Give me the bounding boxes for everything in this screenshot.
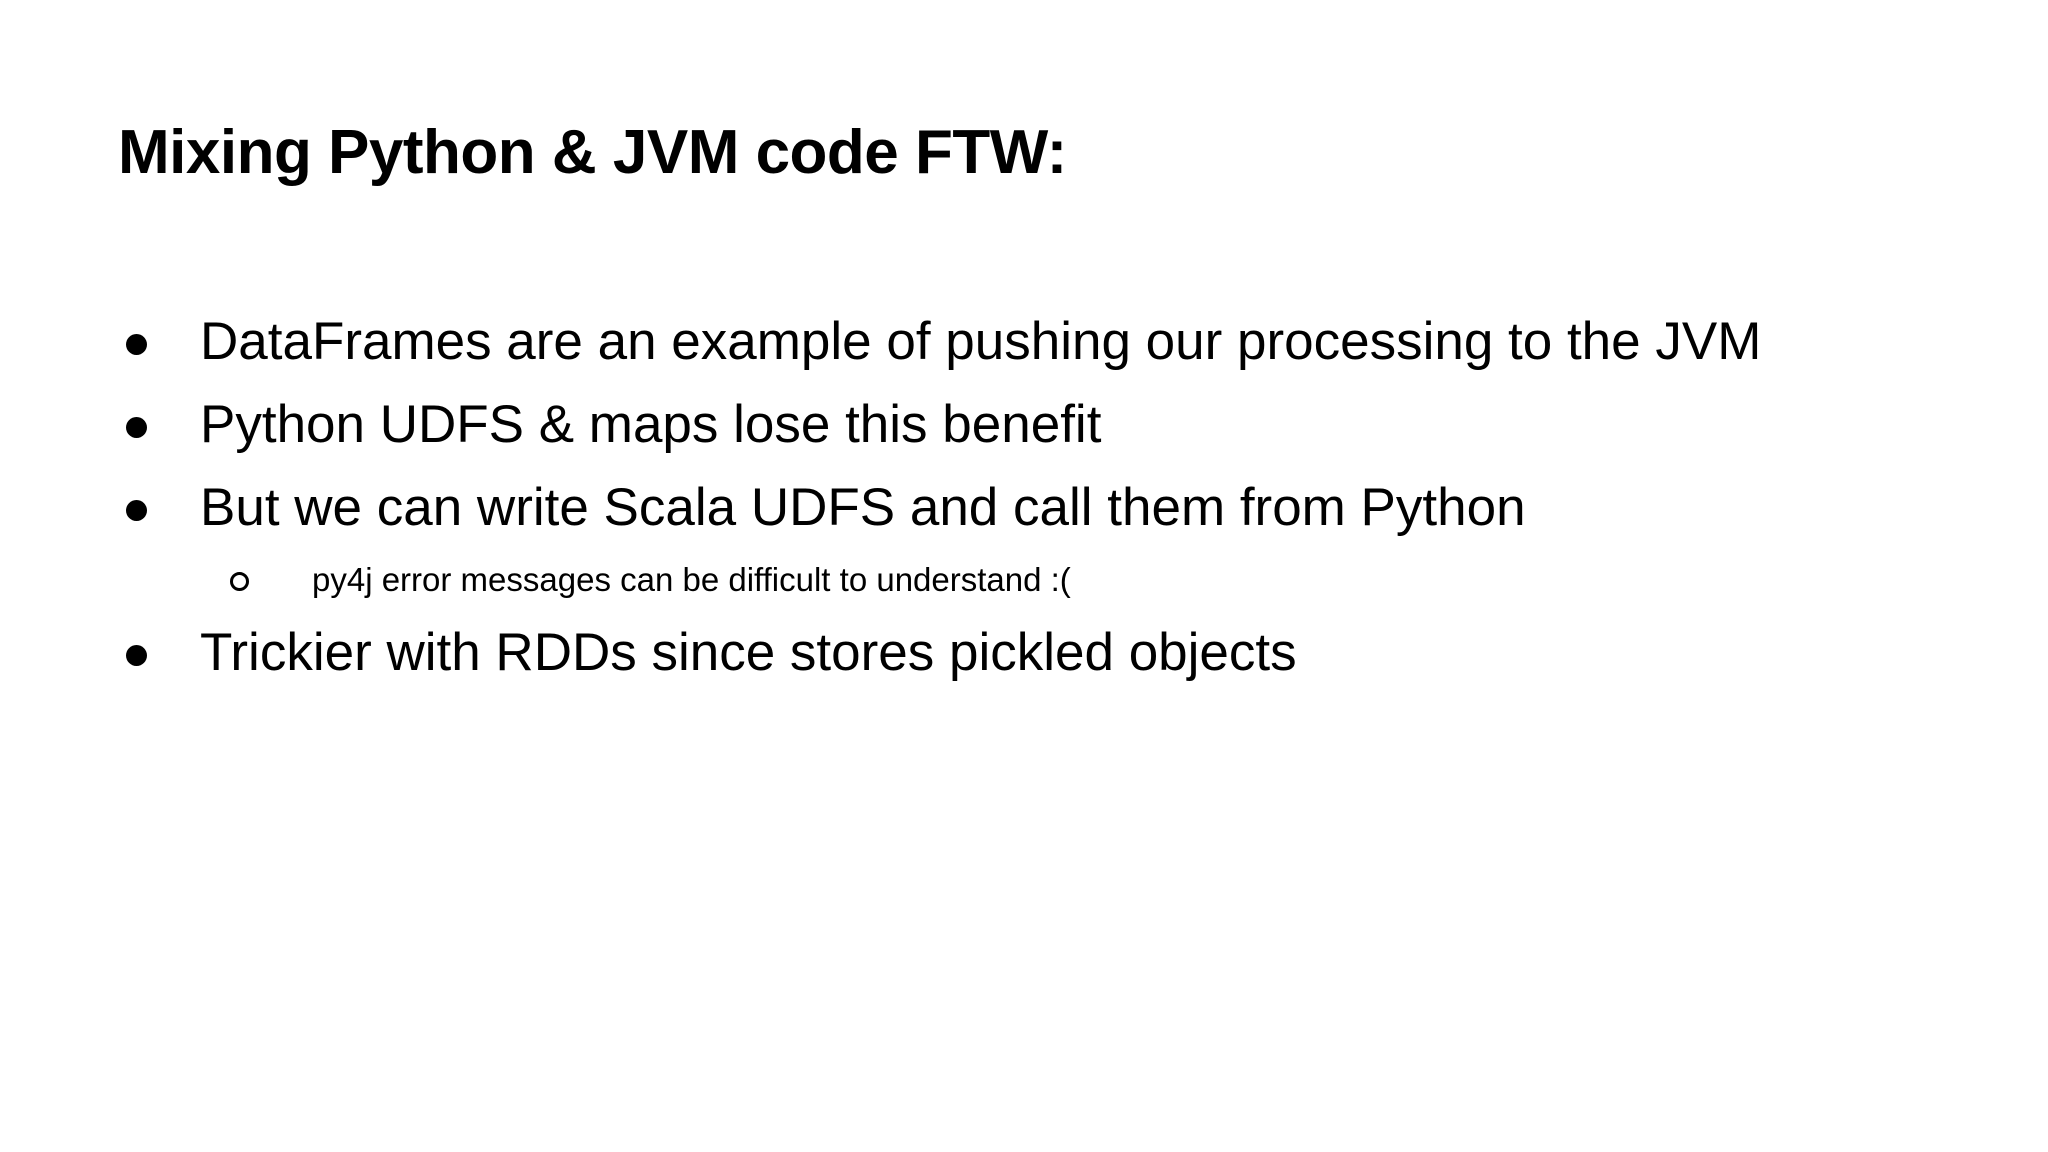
bullet-marker-filled-icon [118, 383, 200, 466]
bullet-marker-filled-icon [118, 466, 200, 549]
page-title: Mixing Python & JVM code FTW: [118, 118, 1067, 187]
bullet-marker-filled-icon [118, 300, 200, 383]
list-item-text: But we can write Scala UDFS and call the… [200, 478, 1526, 537]
list-item: Python UDFS & maps lose this benefit [118, 383, 1978, 466]
list-item-text: Python UDFS & maps lose this benefit [200, 395, 1102, 454]
list-item-text: Trickier with RDDs since stores pickled … [200, 623, 1297, 682]
list-item: Trickier with RDDs since stores pickled … [118, 611, 1978, 694]
list-item-sub-text: py4j error messages can be difficult to … [312, 561, 1071, 598]
bullet-list: DataFrames are an example of pushing our… [118, 300, 1978, 694]
list-item: But we can write Scala UDFS and call the… [118, 466, 1978, 549]
bullet-marker-filled-icon [118, 611, 200, 694]
bullet-marker-hollow-icon [230, 549, 312, 611]
list-item: DataFrames are an example of pushing our… [118, 300, 1978, 383]
list-item-text: DataFrames are an example of pushing our… [200, 312, 1762, 371]
list-item-sub: py4j error messages can be difficult to … [118, 549, 1978, 611]
